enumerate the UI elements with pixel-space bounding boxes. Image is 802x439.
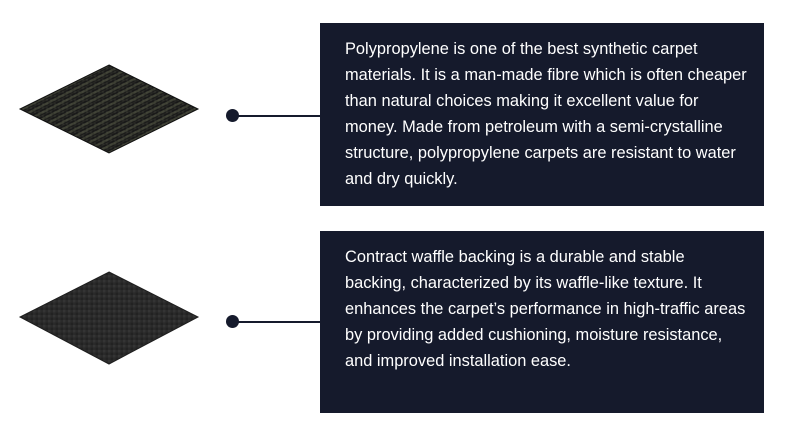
connector-line — [235, 115, 321, 117]
connector-line — [235, 321, 321, 323]
description-text: Polypropylene is one of the best synthet… — [345, 40, 747, 188]
description-text: Contract waffle backing is a durable and… — [345, 248, 746, 370]
description-card-polypropylene: Polypropylene is one of the best synthet… — [320, 23, 764, 206]
waffle-backing-swatch-icon — [18, 271, 200, 365]
description-card-waffle-backing: Contract waffle backing is a durable and… — [320, 231, 764, 413]
connector-dot — [226, 315, 239, 328]
carpet-pile-swatch-icon — [18, 64, 200, 154]
connector-dot — [226, 109, 239, 122]
